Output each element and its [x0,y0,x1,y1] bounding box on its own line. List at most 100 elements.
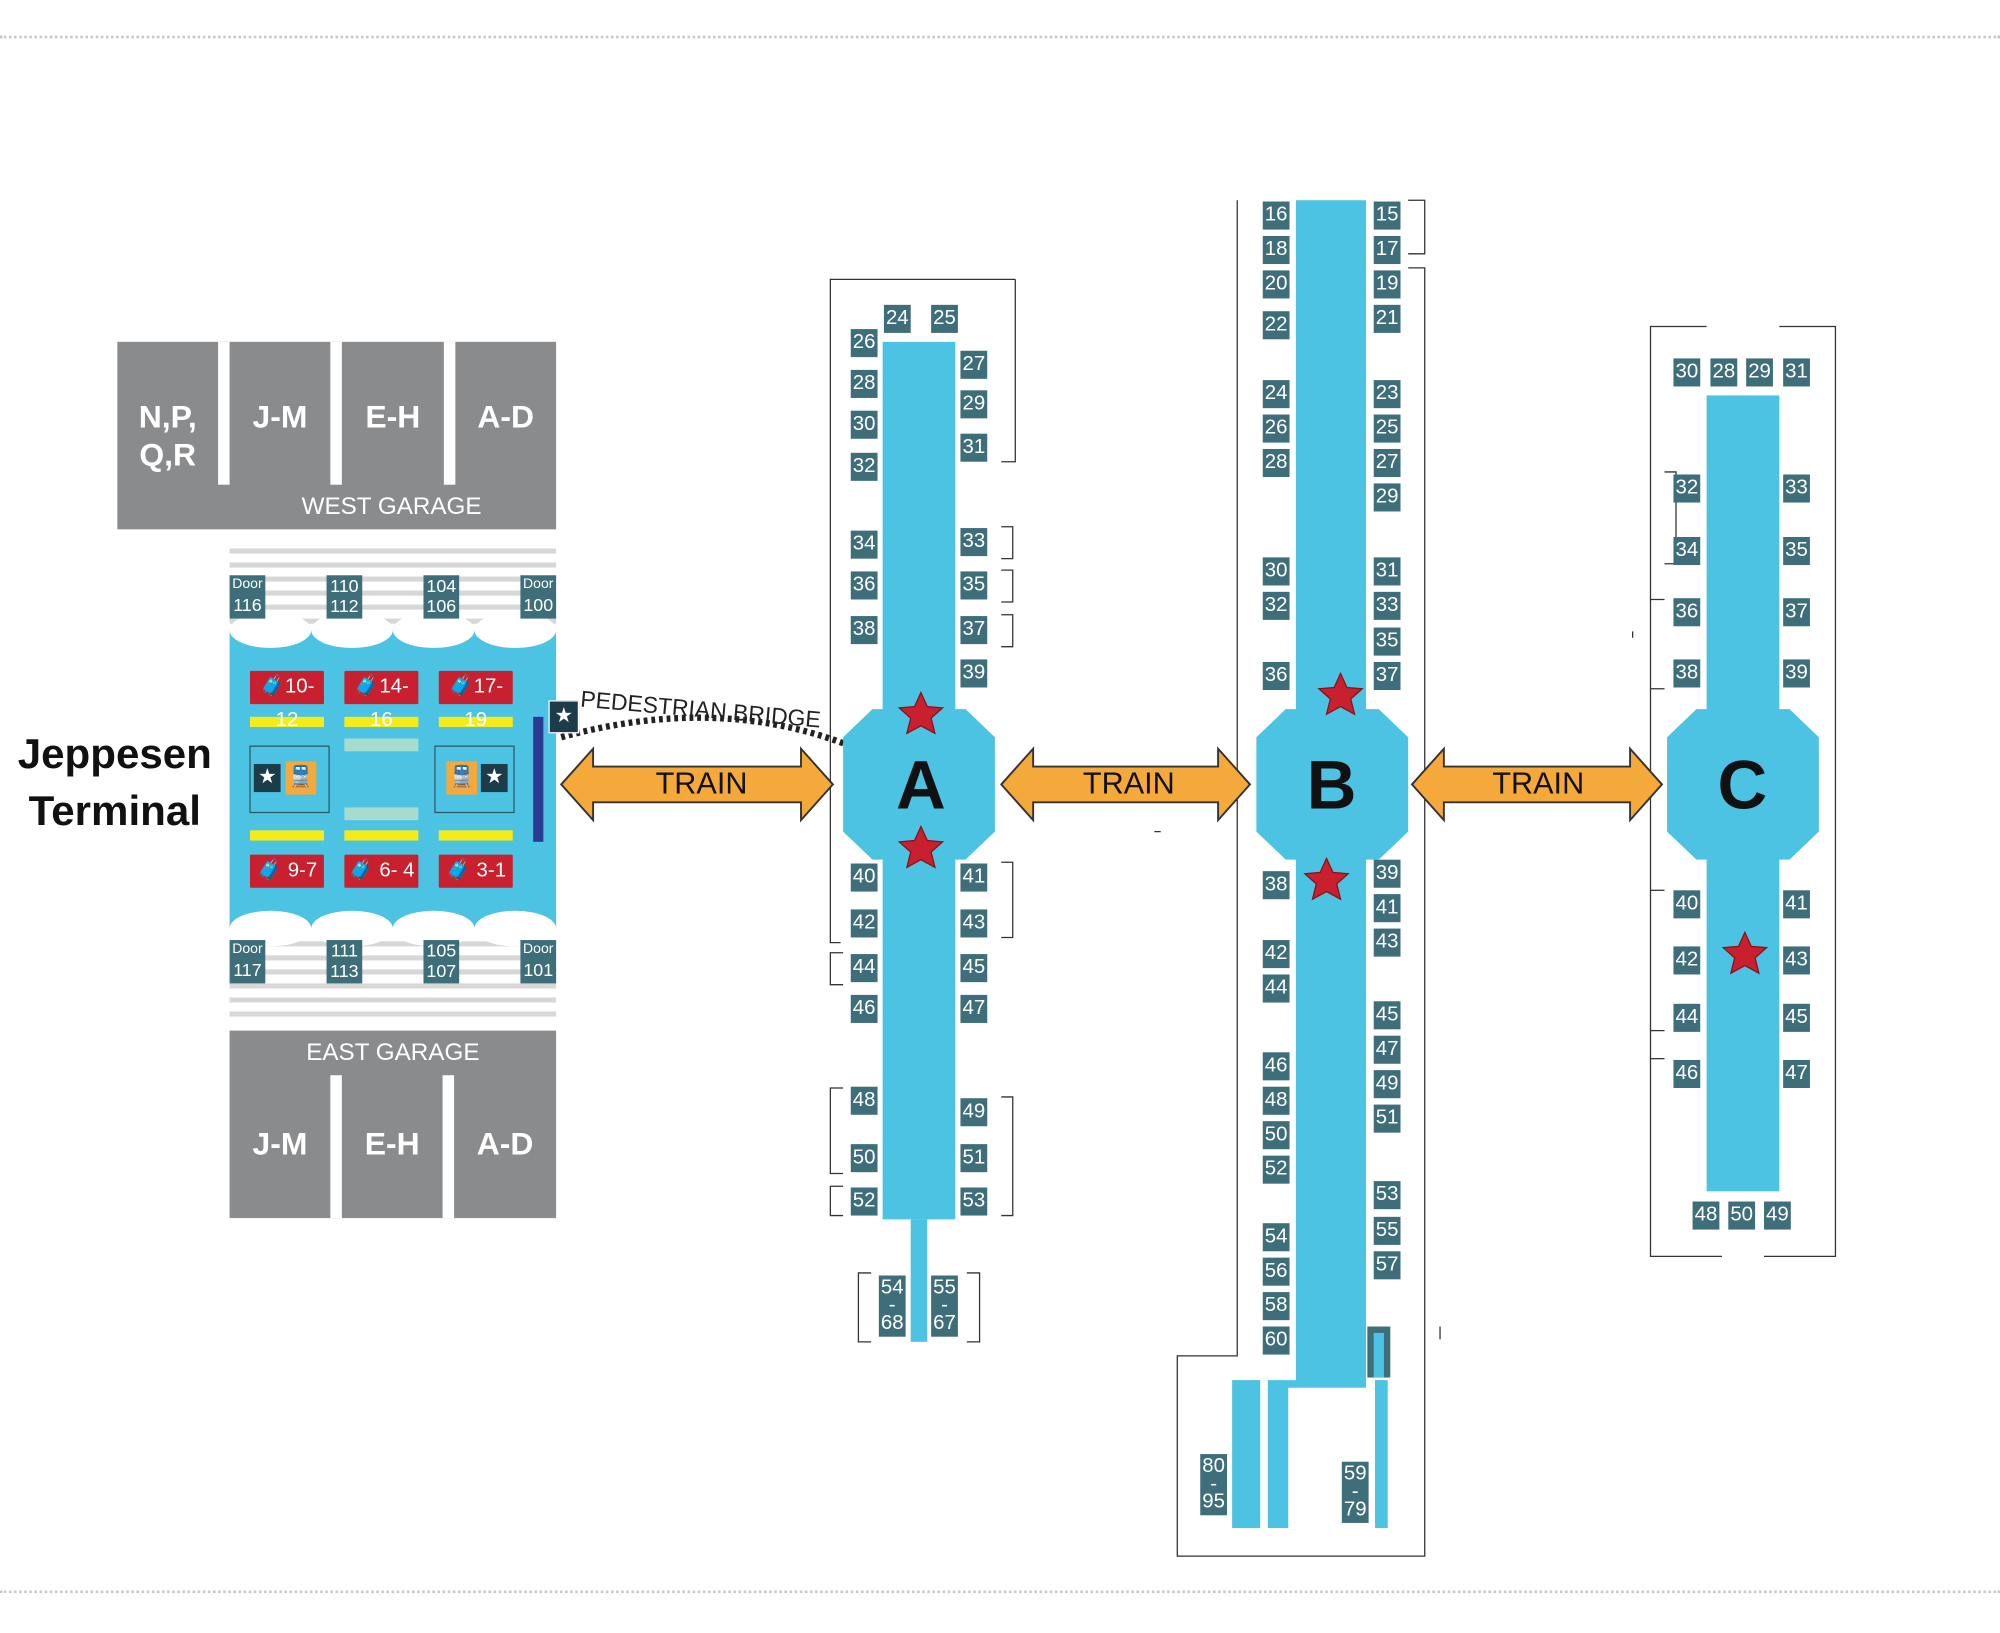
gate-b[interactable]: 42 [1262,940,1290,969]
gate-a[interactable]: 36 [850,571,878,600]
gate-a[interactable]: 30 [850,410,878,439]
gate-b[interactable]: 19 [1373,270,1401,299]
gate-b[interactable]: 54 [1262,1223,1290,1252]
gate-a[interactable]: 31 [960,433,988,462]
gate-a[interactable]: 45 [960,954,988,983]
gate-c[interactable]: 37 [1783,598,1810,627]
gate-c[interactable]: 46 [1673,1059,1701,1089]
gate-b[interactable]: 55 [1373,1216,1401,1245]
gate-c[interactable]: 33 [1783,474,1810,503]
gate-c[interactable]: 31 [1783,358,1810,387]
gate-a[interactable]: 34 [850,530,878,559]
gate-b[interactable]: 41 [1373,894,1401,923]
gate-b[interactable]: 22 [1262,311,1290,340]
gate-c[interactable]: 32 [1673,474,1701,503]
gate-b[interactable]: 36 [1262,661,1290,691]
gate-b[interactable]: 44 [1262,974,1290,1003]
gate-b[interactable]: 53 [1373,1181,1401,1210]
gate-a[interactable]: 25 [931,304,958,333]
gate-c[interactable]: 35 [1783,536,1810,566]
gate-a[interactable]: 41 [960,863,988,892]
gate-b[interactable]: 37 [1373,661,1401,691]
gate-b[interactable]: 21 [1373,304,1401,333]
gate-a[interactable]: 51 [960,1144,988,1173]
gate-a[interactable]: 43 [960,909,988,938]
gate-b[interactable]: 15 [1373,201,1401,230]
gate-c[interactable]: 39 [1783,659,1810,688]
gate-a[interactable]: 50 [850,1144,878,1173]
baggage-claim[interactable]: 🧳 3-1 [438,854,513,888]
gate-b[interactable]: 27 [1373,448,1401,478]
gate-b[interactable]: 25 [1373,414,1401,443]
gate-a[interactable]: 33 [960,528,988,557]
gate-a[interactable]: 24 [883,304,911,333]
gate-a[interactable]: 42 [850,909,878,938]
gate-a[interactable]: 38 [850,616,878,645]
baggage-claim[interactable]: 🧳14-16 [344,670,419,731]
gate-a[interactable]: 39 [960,659,988,688]
gate-a-range[interactable]: 55-67 [931,1275,958,1337]
gate-b[interactable]: 16 [1262,201,1290,230]
gate-a[interactable]: 49 [960,1098,988,1127]
gate-c[interactable]: 40 [1673,890,1701,919]
gate-b[interactable]: 35 [1373,627,1401,656]
gate-c[interactable]: 48 [1692,1201,1720,1230]
west-garage[interactable]: N,P,Q,R J-M E-H A-D WEST GARAGE [117,341,557,530]
gate-b[interactable]: 47 [1373,1035,1401,1064]
gate-a[interactable]: 28 [850,369,878,398]
gate-b[interactable]: 29 [1373,483,1401,512]
gate-b[interactable]: 56 [1262,1257,1290,1286]
gate-a[interactable]: 35 [960,571,988,600]
gate-b[interactable]: 26 [1262,414,1290,443]
gate-b[interactable]: 57 [1373,1251,1401,1280]
gate-b[interactable]: 49 [1373,1070,1401,1099]
gate-a-range[interactable]: 54-68 [878,1275,906,1337]
gate-c[interactable]: 50 [1728,1201,1756,1230]
gate-c[interactable]: 43 [1783,946,1810,975]
gate-c[interactable]: 41 [1783,890,1810,919]
gate-b[interactable]: 58 [1262,1292,1290,1321]
gate-c[interactable]: 34 [1673,536,1701,566]
gate-b[interactable]: 33 [1373,591,1401,620]
gate-a[interactable]: 37 [960,616,988,645]
gate-a[interactable]: 47 [960,994,988,1023]
gate-b[interactable]: 50 [1262,1121,1290,1150]
gate-a[interactable]: 44 [850,954,878,983]
gate-a[interactable]: 40 [850,863,878,892]
gate-c[interactable]: 36 [1673,598,1701,627]
gate-c[interactable]: 45 [1783,1003,1810,1032]
gate-a[interactable]: 26 [850,329,878,358]
gate-b[interactable]: 28 [1262,448,1290,478]
baggage-claim[interactable]: 🧳 6- 4 [344,854,419,888]
gate-b-range[interactable]: 59-79 [1341,1461,1369,1523]
gate-c[interactable]: 44 [1673,1003,1701,1032]
gate-b[interactable]: 24 [1262,380,1290,409]
gate-b[interactable]: 52 [1262,1155,1290,1184]
gate-b[interactable]: 31 [1373,557,1401,586]
gate-b[interactable]: 23 [1373,380,1401,409]
gate-b-range[interactable]: 80-95 [1200,1454,1228,1516]
gate-b[interactable]: 48 [1262,1086,1290,1115]
gate-b[interactable]: 39 [1373,859,1401,888]
gate-b[interactable]: 32 [1262,591,1290,620]
gate-a[interactable]: 53 [960,1187,988,1216]
baggage-claim[interactable]: 🧳 9-7 [249,854,324,888]
gate-a[interactable]: 32 [850,452,878,481]
gate-a[interactable]: 29 [960,390,988,419]
gate-c[interactable]: 29 [1746,358,1773,387]
gate-b[interactable]: 18 [1262,235,1290,265]
gate-a[interactable]: 48 [850,1086,878,1115]
gate-c[interactable]: 30 [1673,358,1701,387]
gate-a[interactable]: 46 [850,994,878,1023]
gate-c[interactable]: 28 [1710,358,1738,387]
gate-c[interactable]: 38 [1673,659,1701,688]
gate-b[interactable]: 51 [1373,1104,1401,1133]
